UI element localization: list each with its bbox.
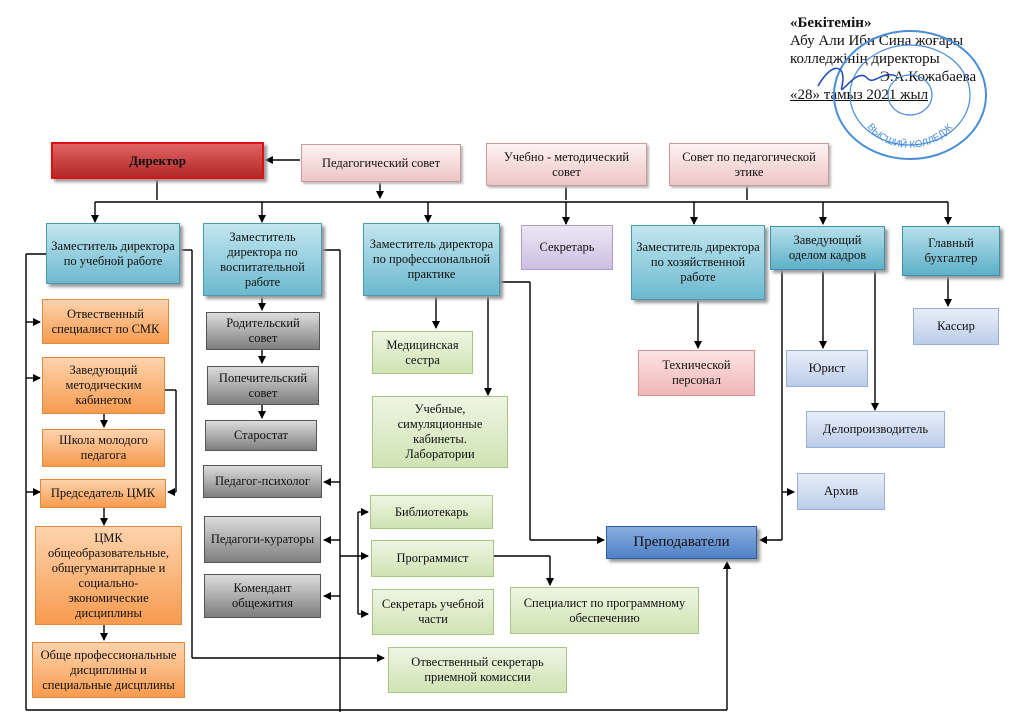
simulation-rooms-box: Учебные, симуляционные кабинеты. Лаборат… [372,396,508,468]
starostat-box: Старостат [205,420,317,451]
deputy-practice-label: Заместитель директора по профессионально… [369,237,494,281]
lawyer-label: Юрист [808,361,846,375]
hr-head-box: Заведующий оделом кадров [770,226,885,270]
director-label: Директор [129,153,186,168]
deputy-study-label: Заместитель директора по учебной работе [51,238,175,268]
tech-staff-label: Технической персонал [662,358,731,387]
methodical-council-label: Учебно - методический совет [503,149,630,179]
official-stamp: ВЫСШИЙ КОЛЛЕДЖ [833,30,987,160]
tech-staff-box: Технической персонал [638,350,755,396]
approval-line-1: Абу Али Ибн Сина жоғары [790,33,964,49]
stamp-text: ВЫСШИЙ КОЛЛЕДЖ [865,122,956,151]
ethics-council-box: Совет по педагогической этике [669,143,829,186]
admission-secretary-box: Отвественный секретарь приемной комиссии [388,647,567,693]
programmer-label: Программист [396,551,469,565]
deputy-upbringing-label: Заместитель директора по воспитательной … [220,229,305,289]
psychologist-label: Педагог-психолог [214,474,311,488]
deputy-study-box: Заместитель директора по учебной работе [46,223,180,284]
cmk-chair-label: Председатель ЦМК [50,486,156,500]
approval-title: «Бекітемін» [790,15,872,31]
cashier-box: Кассир [913,308,999,345]
nurse-box: Медицинская сестра [372,331,473,374]
approval-line-4: «28» тамыз 2021 жыл [790,87,929,103]
study-secretary-label: Секретарь учебной части [381,597,485,626]
deputy-practice-box: Заместитель директора по профессионально… [363,223,500,296]
curators-label: Педагоги-кураторы [210,532,315,546]
chief-accountant-box: Главный бухгалтер [902,226,1000,276]
cmk-general-label: ЦМК общеобразовательные, общегуманитарны… [48,530,169,620]
clerk-box: Делопроизводитель [806,411,945,448]
dorm-commandant-label: Комендант общежития [231,581,293,610]
chief-accountant-label: Главный бухгалтер [924,236,978,265]
cmk-general-box: ЦМК общеобразовательные, общегуманитарны… [35,526,182,625]
teachers-label: Преподаватели [633,534,730,550]
approval-block: «Бекітемін» Абу Али Ибн Сина жоғары колл… [790,14,1010,104]
librarian-box: Библиотекарь [370,495,493,529]
secretary-label: Секретарь [539,240,595,254]
deputy-economic-label: Заместитель директора по хозяйственной р… [636,240,760,284]
clerk-label: Делопроизводитель [822,422,929,436]
trustees-council-label: Попечительский совет [218,370,308,400]
starostat-label: Старостат [234,428,288,442]
parents-council-box: Родительский совет [206,312,320,350]
programmer-box: Программист [371,540,494,577]
nurse-label: Медицинская сестра [386,337,459,367]
deputy-upbringing-box: Заместитель директора по воспитательной … [203,223,322,296]
signature-mark [817,67,897,91]
trustees-council-box: Попечительский совет [207,366,319,405]
cmk-chair-box: Председатель ЦМК [40,479,166,508]
prof-disciplines-label: Обще профессиональные дисциплины и специ… [40,647,177,692]
study-secretary-box: Секретарь учебной части [372,589,494,635]
cashier-label: Кассир [937,319,975,333]
software-specialist-box: Специалист по программному обеспечению [510,587,699,634]
svg-text:ВЫСШИЙ КОЛЛЕДЖ: ВЫСШИЙ КОЛЛЕДЖ [865,122,956,151]
archive-box: Архив [797,473,885,510]
ethics-council-label: Совет по педагогической этике [682,149,816,179]
parents-council-label: Родительский совет [226,316,300,345]
librarian-label: Библиотекарь [394,504,469,519]
approval-line-2: колледжінің директоры [790,51,940,67]
approval-line-3: Э.А.Кожабаева [880,69,977,85]
psychologist-box: Педагог-психолог [203,465,322,498]
young-teacher-school-box: Школа молодого педагога [42,429,165,467]
lawyer-box: Юрист [786,350,868,387]
methodical-council-box: Учебно - методический совет [486,143,647,186]
teachers-box: Преподаватели [606,526,757,559]
hr-head-label: Заведующий оделом кадров [788,233,867,262]
simulation-rooms-label: Учебные, симуляционные кабинеты. Лаборат… [397,402,483,461]
pedagogical-council-box: Педагогический совет [301,144,461,182]
method-head-box: Заведующий методическим кабинетом [42,357,165,414]
deputy-economic-box: Заместитель директора по хозяйственной р… [631,225,765,300]
archive-label: Архив [823,484,859,498]
curators-box: Педагоги-кураторы [204,516,321,563]
pedagogical-council-label: Педагогический совет [321,155,441,170]
director-box: Директор [51,142,264,179]
smk-specialist-box: Отвественный специалист по СМК [42,299,169,344]
prof-disciplines-box: Обще профессиональные дисциплины и специ… [32,642,185,698]
secretary-box: Секретарь [521,225,613,270]
method-head-label: Заведующий методическим кабинетом [65,363,142,407]
young-teacher-school-label: Школа молодого педагога [59,433,148,462]
dorm-commandant-box: Комендант общежития [204,574,321,618]
smk-specialist-label: Отвественный специалист по СМК [51,306,160,336]
admission-secretary-label: Отвественный секретарь приемной комиссии [411,655,544,684]
software-specialist-label: Специалист по программному обеспечению [523,595,686,625]
